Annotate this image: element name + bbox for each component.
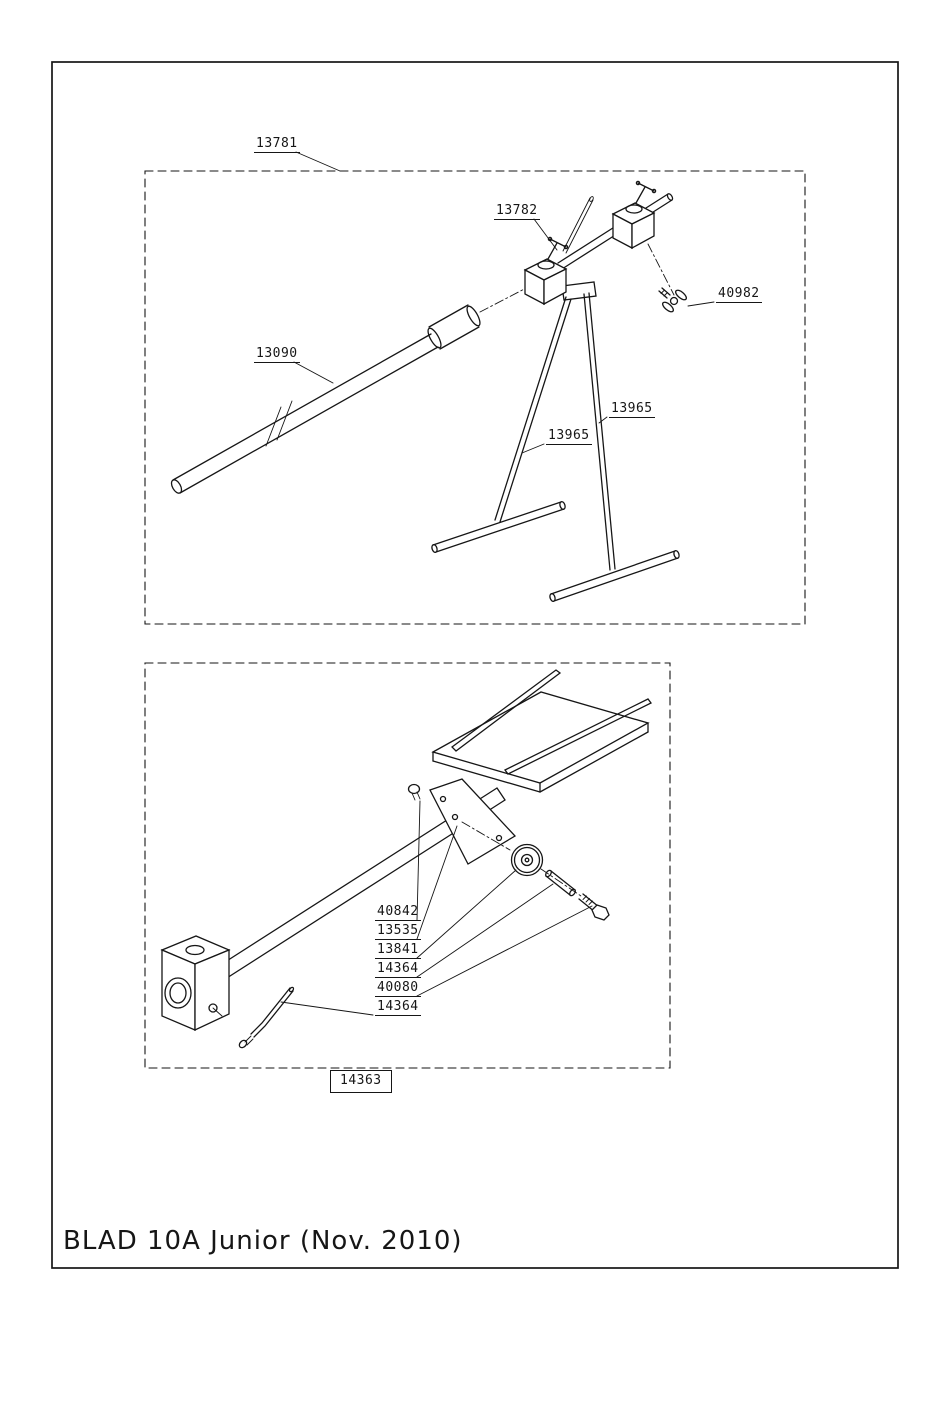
upper-group-dashed-box xyxy=(144,170,806,625)
roller-drawing xyxy=(510,843,544,877)
axle-pin-drawing xyxy=(545,869,576,897)
part-label-14363: 14363 xyxy=(330,1070,392,1094)
sheet-border xyxy=(51,61,899,1269)
platform-drawing xyxy=(431,669,652,793)
clamp-left-drawing xyxy=(523,236,569,306)
part-label-13090: 13090 xyxy=(254,346,300,364)
clamp-block-drawing xyxy=(160,935,231,1032)
part-label-13535: 13535 xyxy=(375,923,421,941)
stand-drawing xyxy=(431,281,680,603)
part-label-14364-axle: 14364 xyxy=(375,961,421,979)
part-label-14364-handle: 14364 xyxy=(375,999,421,1017)
button-bolt-drawing xyxy=(407,783,421,801)
part-label-13841: 13841 xyxy=(375,942,421,960)
lower-leader-lines xyxy=(280,800,593,1016)
drawing-title: BLAD 10A Junior (Nov. 2010) xyxy=(63,1226,463,1256)
clamp-right-drawing xyxy=(611,180,657,250)
wing-bolt-drawing xyxy=(658,287,687,313)
cross-tube-drawing xyxy=(557,193,674,270)
part-label-13781: 13781 xyxy=(254,136,300,154)
part-label-40982: 40982 xyxy=(716,286,762,304)
lower-assembly-drawing xyxy=(144,662,671,1069)
part-label-13782: 13782 xyxy=(494,203,540,221)
hex-bolt-drawing xyxy=(578,893,610,921)
lower-group-dashed-box xyxy=(144,662,671,1069)
upper-assembly-drawing xyxy=(144,151,806,625)
part-label-40080: 40080 xyxy=(375,980,421,998)
main-tube-drawing xyxy=(170,304,481,494)
handle-pin-drawing xyxy=(238,986,295,1049)
part-label-13965-right: 13965 xyxy=(609,401,655,419)
bracket-plate-drawing xyxy=(429,778,517,865)
upper-leader-lines xyxy=(293,151,715,454)
part-label-40842: 40842 xyxy=(375,904,421,922)
part-label-13965-left: 13965 xyxy=(546,428,592,446)
